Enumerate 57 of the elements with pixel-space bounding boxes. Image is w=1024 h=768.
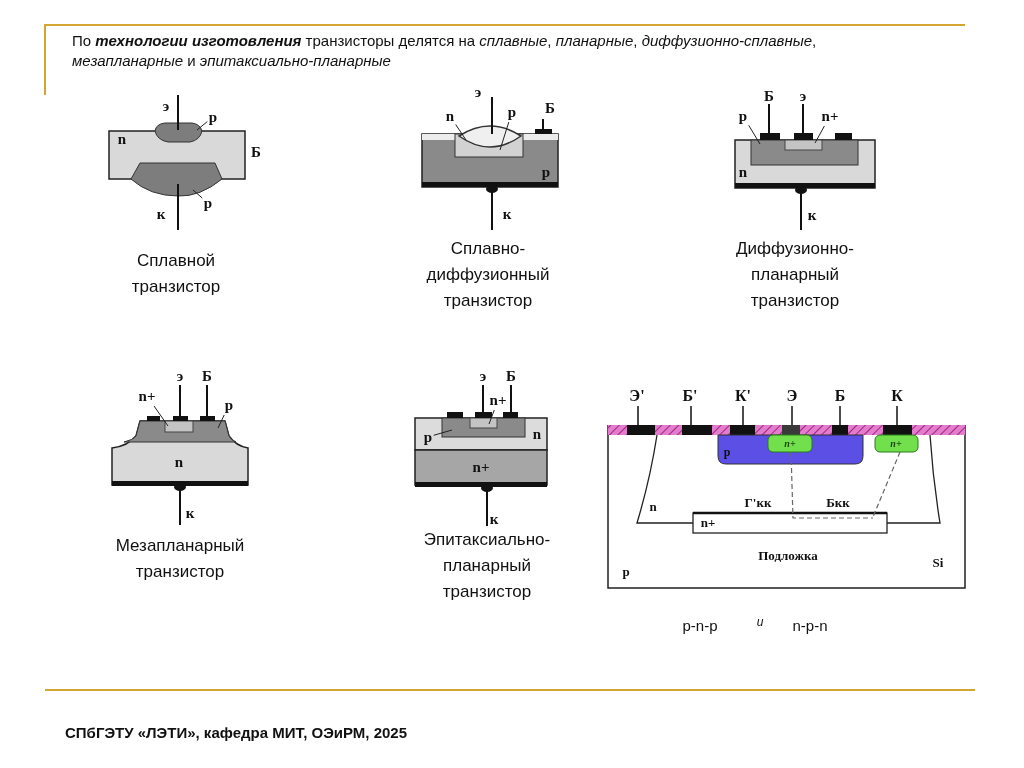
terminal-label: Б	[834, 387, 846, 405]
terminal-label: Б	[251, 143, 261, 161]
leader-line	[153, 405, 169, 427]
terminal-label: э	[474, 83, 482, 101]
terminal-label: э	[162, 97, 170, 115]
leader-line	[433, 429, 453, 436]
leader-line	[488, 409, 495, 425]
terminal-label: э	[176, 367, 184, 385]
intro-text: По технологии изготовления транзисторы делятся на сплавные, планарные, диффузионно-сплавные, мезапланарные и эпитаксиально-планарные	[72, 31, 818, 71]
terminal-label: К	[891, 387, 903, 405]
terminal-label: Б	[506, 367, 516, 385]
region-label: n	[738, 163, 748, 181]
terminal-label: к	[502, 205, 512, 223]
region-label: p	[208, 108, 218, 126]
region-label: n	[445, 107, 455, 125]
region-label: n+	[821, 107, 839, 125]
region-label: p	[738, 107, 748, 125]
footer-text: СПбГЭТУ «ЛЭТИ», кафедра МИТ, ОЭиРМ, 2025	[65, 723, 408, 741]
type-label: p-n-p	[682, 616, 718, 634]
region-label: p	[203, 194, 213, 212]
region-label: n+	[489, 391, 507, 409]
terminal-label: э	[479, 367, 487, 385]
type-label: n-p-n	[792, 616, 828, 634]
terminal-label: к	[156, 205, 166, 223]
terminal-label: к	[185, 504, 195, 522]
figure-caption: Сплавно- диффузионный транзистор	[426, 238, 550, 312]
leader-line	[499, 121, 510, 151]
leader-line	[814, 125, 825, 144]
leader-line	[192, 189, 203, 199]
figure-caption: Эпитаксиально- планарный транзистор	[423, 529, 551, 603]
region-label: p	[507, 103, 517, 121]
leader-line	[196, 121, 208, 131]
terminal-label: Э'	[629, 387, 645, 405]
leader-line	[748, 124, 761, 145]
figure-caption: Сплавной транзистор	[131, 250, 221, 298]
terminal-label: к	[489, 510, 499, 528]
terminal-label: к	[807, 206, 817, 224]
terminal-label: Б	[764, 87, 774, 105]
region-label: p	[423, 428, 433, 446]
terminal-label: Б'	[682, 387, 698, 405]
region-label: p	[541, 163, 551, 181]
conjunction-text: и	[756, 615, 764, 629]
terminal-label: э	[799, 87, 807, 105]
terminal-label: Б	[545, 99, 555, 117]
leader-line	[455, 124, 467, 141]
figure-caption: Диффузионно- планарный транзистор	[736, 238, 854, 312]
region-label: n+	[472, 458, 490, 476]
leader-line	[217, 414, 225, 429]
region-label: n	[117, 130, 127, 148]
terminal-label: Э	[786, 387, 798, 405]
figure-caption: Мезапланарный транзистор	[115, 535, 245, 583]
terminal-label: К'	[735, 387, 751, 405]
region-label: n	[174, 453, 184, 471]
region-label: p	[224, 396, 234, 414]
region-label: n	[532, 425, 542, 443]
region-label: n+	[138, 387, 156, 405]
terminal-label: Б	[202, 367, 212, 385]
